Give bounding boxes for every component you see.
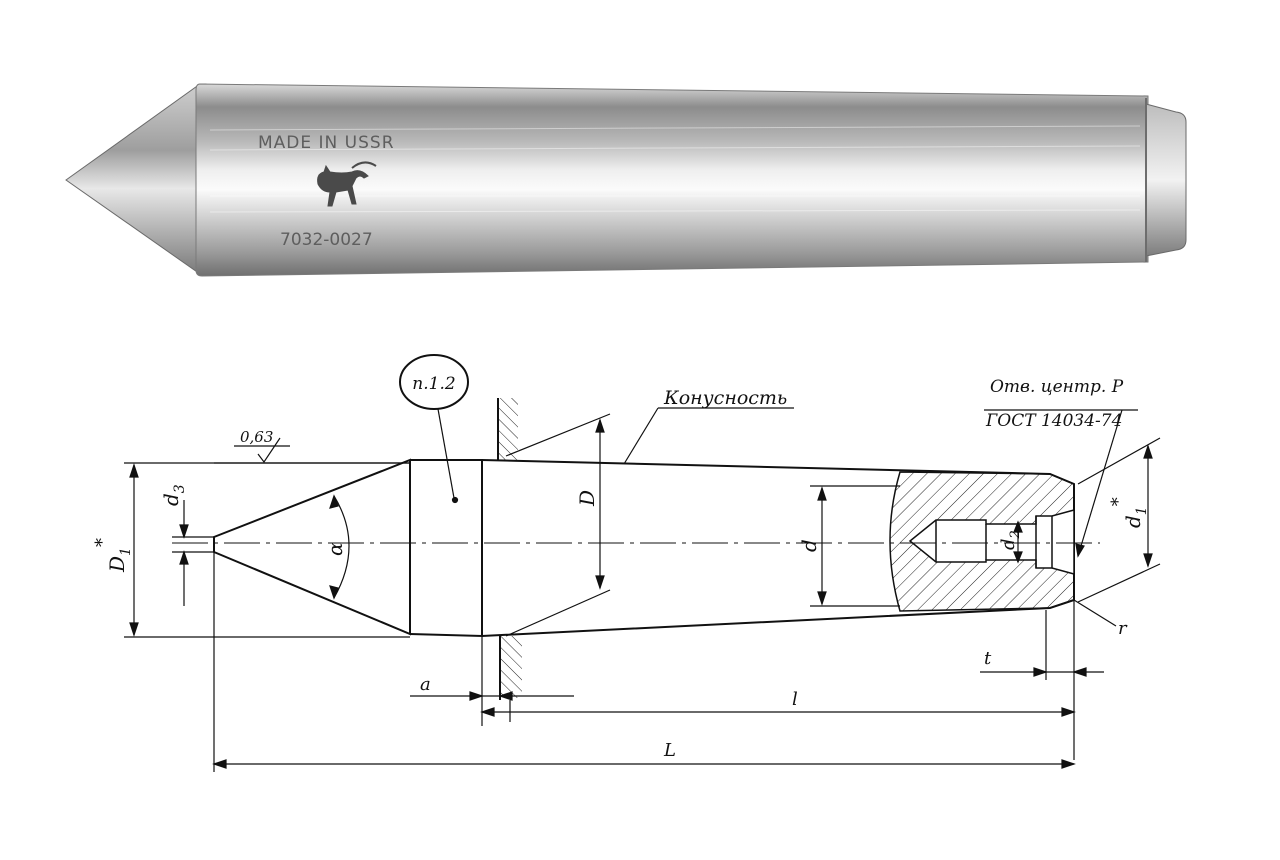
svg-text:α: α: [323, 542, 347, 556]
callout-text: п.1.2: [412, 374, 455, 394]
label-r: r: [1118, 618, 1128, 639]
horse-logo-icon: [317, 161, 377, 207]
roughness-symbol: [214, 437, 410, 464]
label-d1: d1*: [1108, 497, 1150, 528]
drawing-spindle-wall-bottom: [500, 636, 522, 698]
roughness-value: 0,63: [240, 428, 273, 446]
photo-body: [195, 83, 1149, 277]
taper-leader: [623, 407, 794, 465]
photo-cone-tip: [65, 83, 207, 275]
svg-text:D: D: [575, 490, 599, 507]
svg-text:d1*: d1*: [1108, 497, 1150, 528]
svg-text:D1*: D1*: [92, 538, 134, 573]
dimension-D1: [124, 462, 410, 638]
dimension-a: [410, 636, 574, 726]
photo-made-in-text: MADE IN USSR: [258, 133, 395, 153]
drawing-band-outline: [409, 459, 483, 638]
photo-end-cap: [1145, 103, 1187, 257]
drawing-labels: п.1.2 Конусность Отв. центр. Р ГОСТ 1403…: [92, 374, 1150, 761]
center-hole-label-2: ГОСТ 14034-74: [985, 411, 1122, 431]
dimension-d1: [1077, 437, 1161, 603]
label-L: L: [663, 740, 676, 761]
dimension-t: [980, 600, 1104, 760]
label-l: l: [792, 689, 798, 710]
center-hole-leader: [984, 409, 1138, 558]
dimension-D: [505, 413, 611, 637]
label-D: D: [575, 490, 599, 507]
dimension-d: [810, 485, 900, 607]
drawing-cone-outline: [213, 458, 411, 636]
dimension-d2: [1013, 520, 1023, 564]
dimension-L: [212, 552, 1076, 772]
svg-text:d3: d3: [159, 484, 188, 506]
radius-leader: [1073, 599, 1117, 627]
label-d2: d2: [998, 530, 1023, 550]
label-t: t: [984, 648, 992, 669]
svg-text:d2: d2: [998, 530, 1023, 550]
label-a: a: [420, 674, 431, 695]
label-D1: D1*: [92, 538, 134, 573]
label-d3: d3: [159, 484, 188, 506]
dimension-d3: [172, 500, 214, 606]
photo-turning-marks: [209, 125, 1141, 213]
svg-text:d: d: [797, 539, 821, 552]
dimension-alpha: [329, 494, 350, 600]
photo-part-number-text: 7032-0027: [280, 230, 373, 250]
technical-drawing: [124, 354, 1161, 772]
callout-leader: [399, 354, 469, 504]
center-hole-label-1: Отв. центр. Р: [990, 377, 1124, 397]
drawing-spindle-wall-top: [498, 398, 518, 460]
center-photo: MADE IN USSR 7032-0027: [65, 83, 1187, 277]
label-d: d: [797, 539, 821, 552]
dimension-l: [480, 700, 1076, 722]
taper-label: Конусность: [663, 387, 787, 409]
label-alpha: α: [323, 542, 347, 556]
